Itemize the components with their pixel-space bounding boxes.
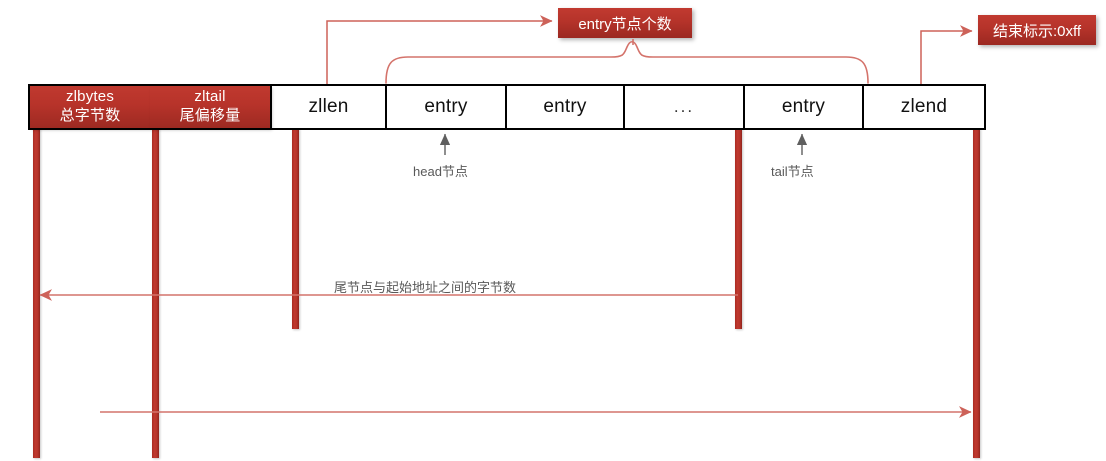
cell-entry-last[interactable]: entry — [745, 86, 864, 128]
guide-bar-zlbytes-start — [33, 128, 40, 458]
callout-end-marker[interactable]: 结束标示:0xff — [978, 15, 1096, 45]
guide-bar-zlend — [973, 128, 980, 458]
connector-zlend-to-end-marker — [920, 25, 973, 84]
cell-entry-first-label: entry — [424, 96, 468, 117]
note-tail-offset-bytes: 尾节点与起始地址之间的字节数 — [334, 280, 517, 295]
cell-zlend-label: zlend — [900, 96, 948, 117]
cell-entry-second[interactable]: entry — [507, 86, 625, 128]
cell-zllen[interactable]: zllen — [270, 86, 387, 128]
cell-entry-first[interactable]: entry — [387, 86, 507, 128]
cell-entry-second-label: entry — [543, 96, 587, 117]
guide-bar-tail-entry — [735, 128, 742, 329]
cell-entry-ellipsis-label: ... — [673, 97, 695, 116]
guide-bar-zllen-start — [292, 128, 299, 329]
guide-bar-zltail-start — [152, 128, 159, 458]
cell-zltail[interactable]: zltail 尾偏移量 — [150, 86, 270, 128]
cell-zllen-label: zllen — [308, 96, 349, 117]
callout-entry-count-label: entry节点个数 — [578, 15, 672, 33]
cell-zlbytes-sublabel: 总字节数 — [59, 107, 121, 124]
cell-entry-ellipsis[interactable]: ... — [625, 86, 745, 128]
cell-zlbytes[interactable]: zlbytes 总字节数 — [30, 86, 150, 128]
brace-entries — [385, 40, 869, 84]
callout-entry-count[interactable]: entry节点个数 — [558, 8, 692, 38]
cell-zlend[interactable]: zlend — [864, 86, 984, 128]
cell-entry-last-label: entry — [781, 96, 826, 117]
note-tail-node: tail节点 — [771, 164, 814, 179]
cell-zlbytes-label: zlbytes — [65, 88, 115, 106]
cell-zltail-sublabel: 尾偏移量 — [179, 107, 241, 124]
callout-end-marker-label: 结束标示:0xff — [992, 22, 1082, 40]
cell-zltail-label: zltail — [194, 88, 226, 106]
connector-zllen-to-entry-count — [326, 15, 553, 84]
note-head-node: head节点 — [413, 164, 468, 179]
ziplist-cell-row: zlbytes 总字节数 zltail 尾偏移量 zllen entry ent… — [28, 84, 986, 130]
